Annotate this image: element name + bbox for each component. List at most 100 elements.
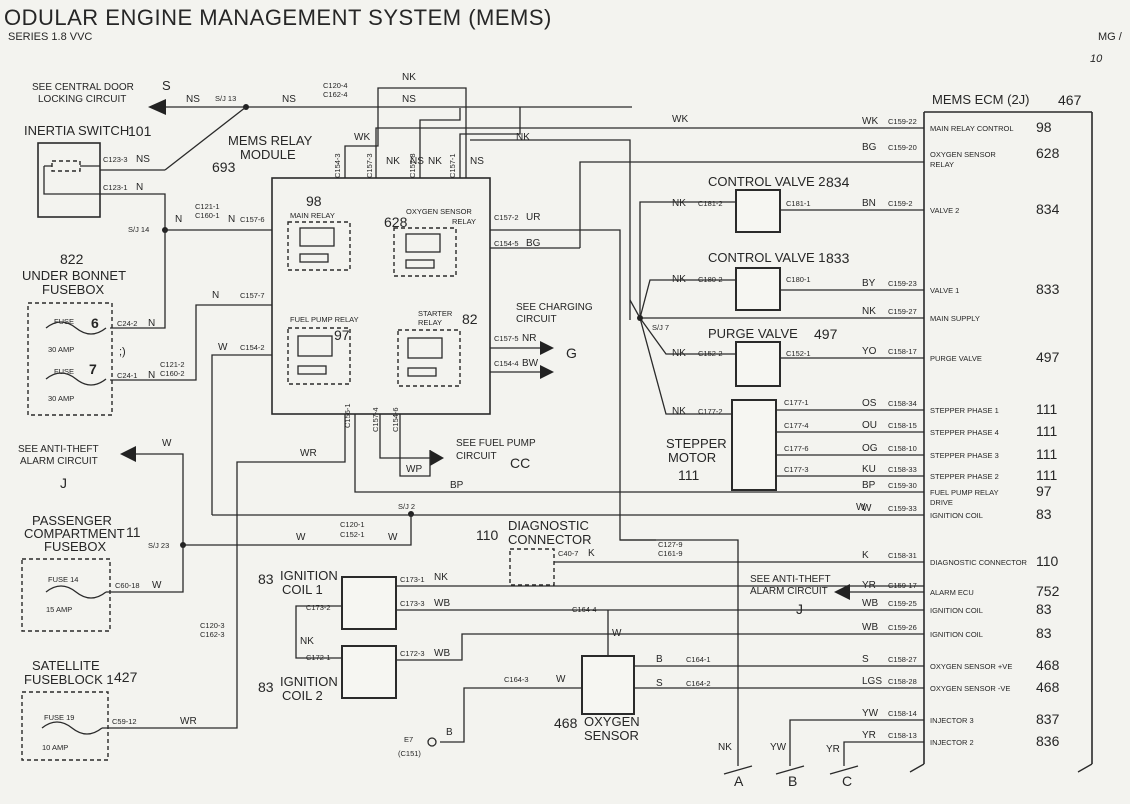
cv2-number: 834: [826, 174, 850, 190]
wire-wk-b: WK: [672, 114, 688, 125]
ecm-pin-number: 110: [1036, 553, 1059, 569]
wire-n-d: N: [148, 318, 155, 329]
ecm-pin-number: 833: [1036, 281, 1060, 297]
ecm-pin-number: 97: [1036, 483, 1052, 499]
conn-c1522: C152-2: [698, 349, 723, 358]
conn-c1576: C157-6: [240, 215, 265, 224]
fuse19-label: FUSE 19: [44, 713, 74, 722]
charging-ref-line1: SEE CHARGING: [516, 302, 593, 313]
wire-n-a: N: [136, 182, 143, 193]
wire-w-e: W: [388, 532, 398, 543]
wire-s-o2: S: [656, 678, 663, 689]
ecm-pin-label: VALVE 1: [930, 286, 959, 295]
conn-c1641: C164-1: [686, 655, 711, 664]
anti-theft-right-line1: SEE ANTI-THEFT: [750, 574, 831, 585]
page-number: 10: [1090, 53, 1103, 65]
conn-c1279: C127-9: [658, 540, 683, 549]
ecm-pin-label: OXYGEN SENSOR: [930, 150, 996, 159]
satellite-fuseblock: SATELLITE FUSEBLOCK 1 427 FUSE 19 10 AMP…: [21, 640, 238, 761]
ecm-pin-label: MAIN RELAY CONTROL: [930, 124, 1014, 133]
ecm-pin-connector: C158-28: [888, 677, 917, 686]
conn-c1572: C157-2: [494, 213, 519, 222]
ecm-pin-wire: WB: [862, 598, 878, 609]
starter-relay-number: 82: [462, 311, 478, 327]
coil1-line1: IGNITION: [280, 568, 338, 583]
conn-c1545: C154-5: [494, 239, 519, 248]
ecm-pin-label: OXYGEN SENSOR +VE: [930, 662, 1012, 671]
wire-n-b: N: [175, 214, 182, 225]
conn-c5912: C59-12: [112, 717, 137, 726]
wire-nk-coil2: NK: [300, 636, 314, 647]
wire-ns-d: NS: [136, 154, 150, 165]
ecm-pin-connector: C158-15: [888, 421, 917, 430]
ecm-pin-connector: C158-31: [888, 551, 917, 560]
coil2-line2: COIL 2: [282, 688, 323, 703]
ecm-pin-connector: C159-22: [888, 117, 917, 126]
ecm-pin-connector: C159-26: [888, 623, 917, 632]
wire-nk-cv2: NK: [672, 198, 686, 209]
wire-w-o2: W: [612, 628, 622, 639]
conn-c1571: C157-1: [448, 153, 457, 178]
under-bonnet-number: 822: [60, 251, 84, 267]
conn-c6018: C60-18: [115, 581, 140, 590]
wire-nr: NR: [522, 333, 536, 344]
conn-c1619: C161-9: [658, 549, 683, 558]
ecm-pin-label: STEPPER PHASE 3: [930, 451, 999, 460]
ecm-pin-connector: C159-33: [888, 504, 917, 513]
conn-c1602: C160-2: [160, 369, 185, 378]
wire-ns-f: NS: [470, 156, 484, 167]
splice-sj2: S/J 2: [398, 502, 415, 511]
wire-w-c: W: [856, 502, 866, 513]
conn-c1574: C157-4: [371, 407, 380, 432]
relay-module-line1: MEMS RELAY: [228, 133, 313, 148]
ecm-pin-label-line2: DRIVE: [930, 498, 953, 507]
o2-relay-line2: RELAY: [452, 217, 476, 226]
diag-number: 110: [476, 527, 499, 543]
ecm-pin-connector: C159-27: [888, 307, 917, 316]
splice-sj7: S/J 7: [652, 323, 669, 332]
relay-module-line2: MODULE: [240, 147, 296, 162]
fuse6-label: FUSE: [54, 317, 74, 326]
ecm-pin-number: 468: [1036, 679, 1060, 695]
conn-c1521b: C152-1: [786, 349, 811, 358]
conn-c1624: C162-4: [323, 90, 348, 99]
main-relay-number: 98: [306, 193, 322, 209]
ecm-pin-wire: W: [862, 503, 872, 514]
ecm-pin-wire: BY: [862, 278, 876, 289]
wire-bw: BW: [522, 358, 539, 369]
conn-c407: C40-7: [558, 549, 578, 558]
coil1-number: 83: [258, 571, 274, 587]
anti-theft-right-letter: J: [796, 601, 803, 617]
stepper-motor: STEPPER MOTOR 111 NK C177-2 C177-1 C177-…: [666, 398, 924, 491]
fuse14-amp: 15 AMP: [46, 605, 72, 614]
ecm-pin-label: MAIN SUPPLY: [930, 314, 980, 323]
anti-theft-ref-right: SEE ANTI-THEFT ALARM CIRCUIT J: [750, 574, 924, 617]
ecm-pin-connector: C158-14: [888, 709, 917, 718]
conn-c1211: C121-1: [195, 202, 220, 211]
conn-c1721: C172-1: [306, 653, 331, 662]
ecm-pin-label-line2: RELAY: [930, 160, 954, 169]
ecm-pin-label: IGNITION COIL: [930, 511, 983, 520]
under-bonnet-line1: UNDER BONNET: [22, 268, 126, 283]
ecm-pin-label: FUEL PUMP RELAY: [930, 488, 999, 497]
ecm-pin-connector: C159-20: [888, 143, 917, 152]
charging-ref-letter: G: [566, 345, 577, 361]
bottom-wire-yw: YW: [770, 742, 787, 753]
fuse14-label: FUSE 14: [48, 575, 78, 584]
ecm-pin-wire: YW: [862, 708, 879, 719]
bottom-wire-nk: NK: [718, 742, 732, 753]
wire-k: K: [588, 548, 595, 559]
conn-c1601: C160-1: [195, 211, 220, 220]
conn-c1642: C164-2: [686, 679, 711, 688]
bottom-wire-yr: YR: [826, 744, 840, 755]
conn-c1811: C181-1: [786, 199, 811, 208]
ecm-pin-label: STEPPER PHASE 1: [930, 406, 999, 415]
wire-nk-c: NK: [402, 72, 416, 83]
wire-b-o2: B: [656, 654, 663, 665]
coil2-line1: IGNITION: [280, 674, 338, 689]
conn-c1577: C157-7: [240, 291, 265, 300]
wire-wp: WP: [406, 464, 422, 475]
bottom-exit-a: A: [734, 773, 744, 789]
fuse6-amp: 30 AMP: [48, 345, 74, 354]
